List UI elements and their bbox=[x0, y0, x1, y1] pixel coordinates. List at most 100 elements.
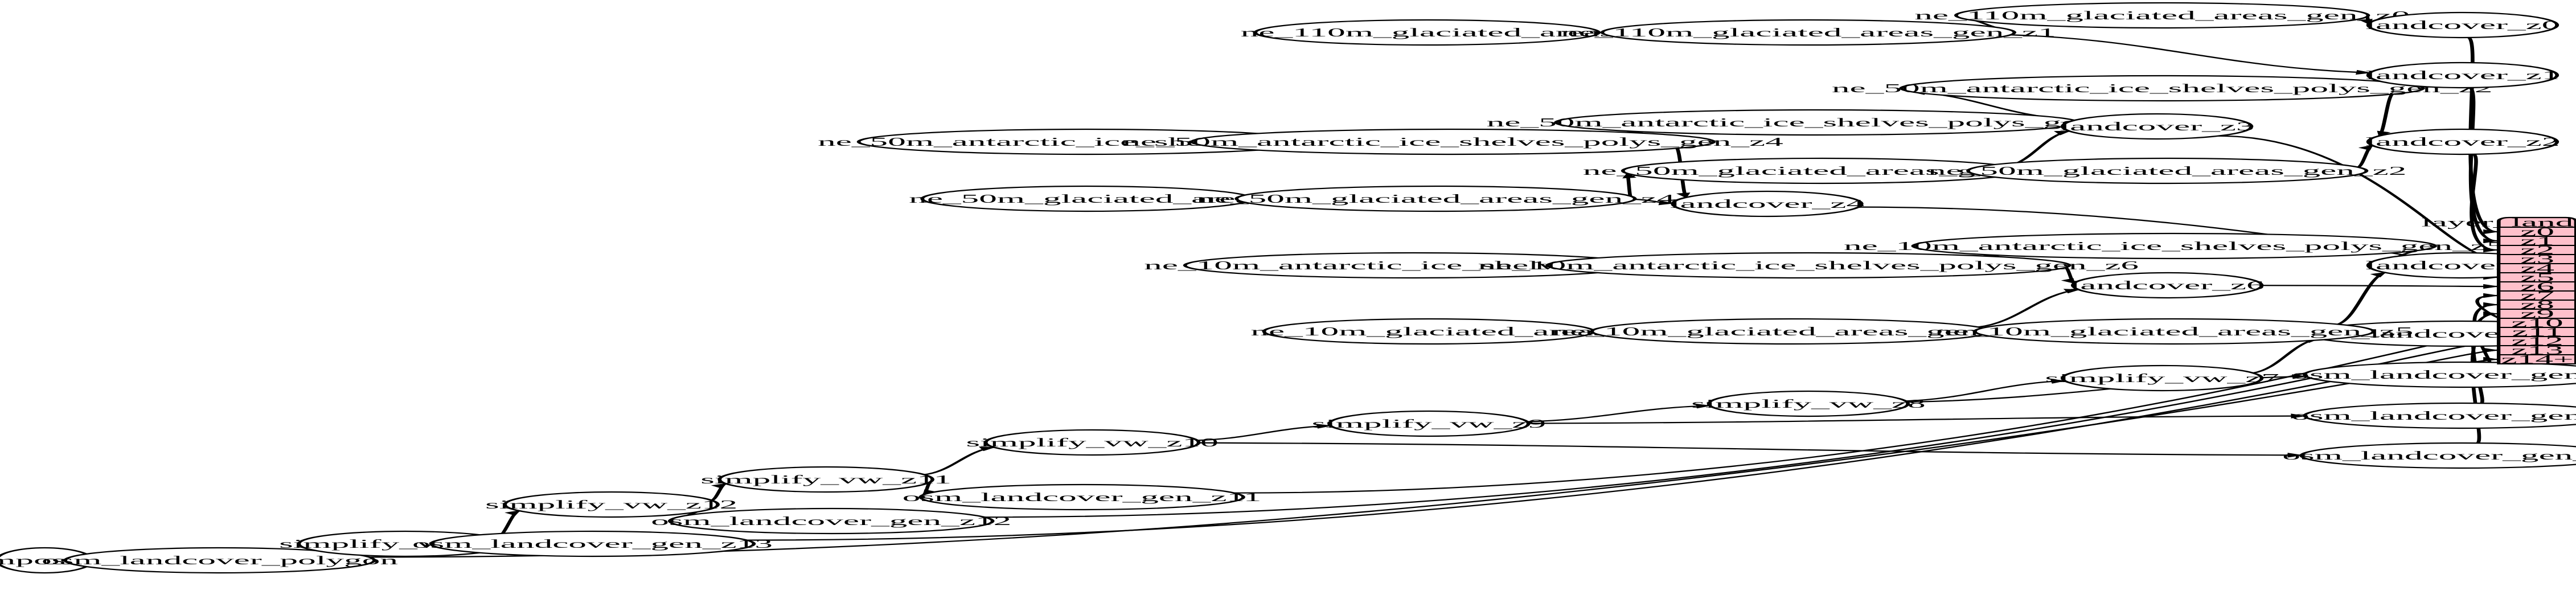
node-simplify_vw_z10[interactable]: simplify_vw_z10 bbox=[966, 429, 1219, 456]
node-osm_landcover_gen_z9[interactable]: osm_landcover_gen_z9 bbox=[2291, 402, 2576, 429]
edge-arrowhead bbox=[2358, 145, 2373, 151]
layer-landcover-row-z8[interactable] bbox=[2497, 300, 2576, 310]
node-shape-ne_50m_antarctic_ice_shelves_polys_gen_z2 bbox=[1899, 75, 2425, 102]
edge-arrowhead bbox=[2355, 69, 2372, 75]
node-ne_50m_glaciated_areas[interactable]: ne_50m_glaciated_areas bbox=[909, 185, 1265, 212]
edge-arrowhead bbox=[2483, 229, 2499, 235]
node-shape-ne_50m_glaciated_areas_gen_z4 bbox=[1234, 185, 1637, 212]
layer-landcover-row-z3[interactable] bbox=[2497, 254, 2576, 264]
edge-arrowhead bbox=[2370, 272, 2387, 278]
edge-arrowhead bbox=[2063, 289, 2081, 294]
edge-simplify_vw_z8-to-simplify_vw_z7 bbox=[1905, 380, 2065, 402]
node-shape-osm_landcover_gen_z13 bbox=[429, 530, 756, 557]
node-shape-landcover_z0 bbox=[2366, 11, 2559, 39]
node-osm_landcover_gen_z8[interactable]: osm_landcover_gen_z8 bbox=[2291, 361, 2576, 388]
node-osm_landcover_gen_z10[interactable]: osm_landcover_gen_z10 bbox=[2282, 442, 2576, 469]
edge-arrowhead bbox=[1676, 192, 1691, 198]
node-shape-ne_10m_glaciated_areas_gen_z5 bbox=[1973, 318, 2376, 345]
edge-arrowhead bbox=[2483, 302, 2499, 307]
node-shape-osm_landcover_gen_z11 bbox=[918, 483, 1245, 511]
node-simplify_vw_z11[interactable]: simplify_vw_z11 bbox=[700, 466, 951, 493]
node-landcover_z4[interactable]: landcover_z4 bbox=[1670, 190, 1864, 218]
node-shape-ne_110m_glaciated_areas bbox=[1253, 19, 1601, 46]
layer-landcover-row-z10[interactable] bbox=[2497, 318, 2576, 328]
node-ne_110m_glaciated_areas_gen_z0[interactable]: ne_110m_glaciated_areas_gen_z0 bbox=[1914, 2, 2410, 29]
node-shape-ne_10m_glaciated_areas bbox=[1262, 318, 1596, 345]
node-shape-osm_landcover_gen_z12 bbox=[667, 507, 995, 535]
layer-landcover-row-z4[interactable] bbox=[2497, 263, 2576, 273]
node-shape-ne_110m_glaciated_areas_gen_z1 bbox=[1600, 19, 2017, 46]
edge-arrowhead bbox=[711, 483, 727, 489]
node-shape-ne_50m_antarctic_ice_shelves_polys_gen_z4 bbox=[1189, 128, 1716, 155]
node-shape-landcover_z2 bbox=[2366, 128, 2559, 155]
edge-arrowhead bbox=[2292, 374, 2308, 379]
node-shape-ne_110m_glaciated_areas_gen_z0 bbox=[1954, 2, 2370, 29]
layer-landcover-row-z1[interactable] bbox=[2497, 236, 2576, 246]
edge-simplify_vw_z10-to-simplify_vw_z9 bbox=[1197, 425, 1331, 441]
edge-arrowhead bbox=[1658, 200, 1675, 206]
node-shape-ne_50m_glaciated_areas_gen_z3 bbox=[1621, 157, 2024, 184]
edge-arrowhead bbox=[1316, 424, 1333, 429]
edge-arrowhead bbox=[1696, 403, 1712, 409]
edge-ne_10m_glaciated_areas_gen_z6-to-landcover_z6 bbox=[1977, 289, 2079, 328]
edge-simplify_vw_z7-to-osm_landcover_gen_z7 bbox=[2252, 338, 2320, 374]
edge-landcover_z1-to-layer_landcover.z1 bbox=[2467, 87, 2498, 242]
node-shape-landcover_z4 bbox=[1671, 190, 1864, 218]
node-shape-landcover_z3 bbox=[2060, 113, 2254, 140]
edge-simplify_vw_z9-to-osm_landcover_gen_z9 bbox=[1528, 415, 2305, 424]
layer-landcover-row-z5[interactable] bbox=[2497, 272, 2576, 282]
layer-landcover-row-z6[interactable] bbox=[2497, 281, 2576, 292]
edge-osm_landcover_gen_z9-to-layer_landcover.z9 bbox=[2471, 313, 2498, 404]
node-shape-osm_landcover_gen_z10 bbox=[2299, 442, 2576, 469]
node-simplify_vw_z9[interactable]: simplify_vw_z9 bbox=[1312, 410, 1547, 437]
node-ne_110m_glaciated_areas_gen_z1[interactable]: ne_110m_glaciated_areas_gen_z1 bbox=[1561, 19, 2056, 46]
node-shape-ne_10m_antarctic_ice_shelves_polys_gen_z6 bbox=[1545, 252, 2072, 279]
edge-arrowhead bbox=[2483, 293, 2499, 298]
node-ne_110m_glaciated_areas[interactable]: ne_110m_glaciated_areas bbox=[1241, 19, 1614, 46]
edge-arrowhead bbox=[2287, 453, 2304, 458]
node-osm_landcover_gen_z12[interactable]: osm_landcover_gen_z12 bbox=[651, 507, 1011, 535]
node-simplify_vw_z7[interactable]: simplify_vw_z7 bbox=[2045, 364, 2279, 392]
layer-landcover-row-z14+[interactable] bbox=[2497, 354, 2576, 364]
node-shape-ne_50m_glaciated_areas_gen_z2 bbox=[1966, 157, 2369, 184]
node-shape-ne_50m_glaciated_areas bbox=[920, 185, 1254, 212]
edge-simplify_vw_z10-to-osm_landcover_gen_z10 bbox=[1199, 442, 2302, 456]
node-ne_10m_glaciated_areas[interactable]: ne_10m_glaciated_areas bbox=[1250, 318, 1607, 345]
edge-arrowhead bbox=[2483, 238, 2499, 244]
node-simplify_vw_z8[interactable]: simplify_vw_z8 bbox=[1691, 390, 1926, 417]
node-landcover_z6[interactable]: landcover_z6 bbox=[2070, 272, 2265, 299]
node-shape-simplify_vw_z9 bbox=[1327, 410, 1531, 437]
edge-arrowhead bbox=[2050, 379, 2067, 384]
layer-landcover-row-z9[interactable] bbox=[2497, 309, 2576, 319]
node-shape-ne_10m_glaciated_areas_gen_z6 bbox=[1590, 318, 1992, 345]
layer-landcover-row-z11[interactable] bbox=[2497, 327, 2576, 337]
layer-landcover-row-z12[interactable] bbox=[2497, 336, 2576, 346]
node-landcover_z1[interactable]: landcover_z1 bbox=[2365, 61, 2559, 89]
layer-landcover-row-z2[interactable] bbox=[2497, 245, 2576, 255]
layer-landcover-row-z0[interactable] bbox=[2497, 227, 2576, 237]
edge-arrowhead bbox=[2291, 413, 2307, 419]
edge-arrowhead bbox=[2053, 130, 2072, 136]
edge-arrowhead bbox=[978, 446, 996, 452]
edge-osm_landcover_gen_z12-to-layer_landcover.z12 bbox=[985, 340, 2497, 518]
layer-landcover-row-z7[interactable] bbox=[2497, 290, 2576, 301]
node-shape-osm_landcover_gen_z8 bbox=[2303, 361, 2576, 388]
node-shape-ne_10m_antarctic_ice_shelves_polys_gen_z5 bbox=[1911, 232, 2438, 260]
edge-arrowhead bbox=[1622, 173, 1636, 179]
edge-ne_50m_antarctic_ice_shelves_polys_gen_z2-to-landcover_z2 bbox=[2377, 94, 2394, 136]
node-landcover_z3[interactable]: landcover_z3 bbox=[2060, 113, 2254, 140]
node-shape-simplify_vw_z10 bbox=[983, 429, 1201, 456]
nodes-layer: imposm3osm_landcover_polygonsimplify_vw_… bbox=[0, 2, 2576, 574]
edge-simplify_vw_z9-to-simplify_vw_z8 bbox=[1527, 405, 1711, 423]
layer-landcover-row-z13[interactable] bbox=[2497, 345, 2576, 355]
node-landcover_z2[interactable]: landcover_z2 bbox=[2365, 128, 2559, 155]
node-shape-ne_50m_antarctic_ice_shelves_polys_gen_z3 bbox=[1554, 109, 2080, 136]
edge-ne_10m_glaciated_areas_gen_z5-to-landcover_z5 bbox=[2336, 272, 2387, 325]
node-ne_50m_glaciated_areas_gen_z4[interactable]: ne_50m_glaciated_areas_gen_z4 bbox=[1196, 185, 1675, 212]
node-landcover_z0[interactable]: landcover_z0 bbox=[2365, 11, 2559, 39]
node-osm_landcover_gen_z11[interactable]: osm_landcover_gen_z11 bbox=[903, 483, 1262, 511]
node-shape-simplify_vw_z12 bbox=[503, 491, 720, 518]
node-ne_10m_glaciated_areas_gen_z6[interactable]: ne_10m_glaciated_areas_gen_z6 bbox=[1552, 318, 2031, 345]
